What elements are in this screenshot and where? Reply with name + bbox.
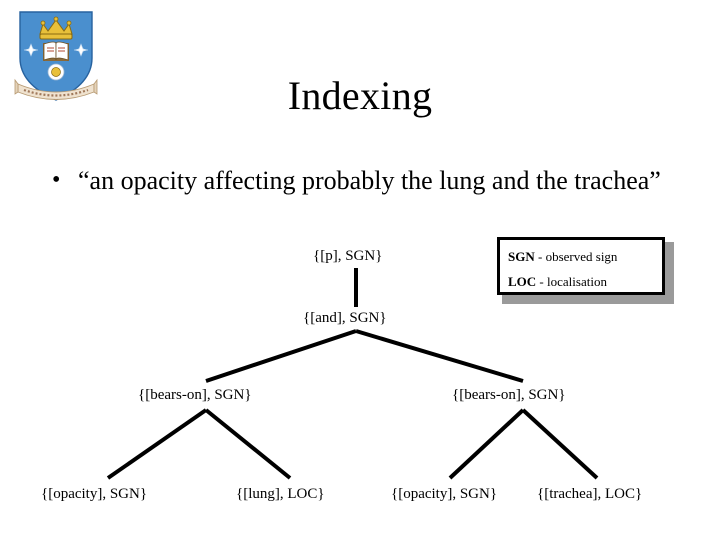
legend-dash-sgn: - — [534, 249, 546, 264]
tree-node-bears-on-left: {[bears-on], SGN} — [138, 387, 252, 403]
legend-value-sgn: observed sign — [545, 249, 618, 264]
tree-edge-bearsr-opacity — [448, 408, 525, 480]
tree-node-and: {[and], SGN} — [303, 310, 387, 326]
rosette-left-icon — [23, 43, 39, 57]
legend-row-sgn: SGN - observed sign — [508, 244, 654, 269]
tree-edge-bearsr-trachea — [521, 408, 599, 480]
bullet-list: • “an opacity affecting probably the lun… — [52, 163, 672, 198]
tree-edge-and-bears-right — [355, 329, 524, 383]
bullet-text: “an opacity affecting probably the lung … — [78, 166, 661, 195]
tree-edge-bearsl-lung — [204, 408, 292, 480]
crown-icon — [39, 16, 73, 40]
legend-row-loc: LOC - localisation — [508, 269, 654, 294]
tree-node-p: {[p], SGN} — [313, 248, 383, 264]
medallion-icon — [47, 63, 65, 81]
motto-banner — [14, 78, 98, 100]
tree-edge-and-bears-left — [205, 329, 357, 383]
rosette-right-icon — [73, 43, 89, 57]
tree-node-lung: {[lung], LOC} — [236, 486, 325, 502]
tree-node-bears-on-right: {[bears-on], SGN} — [452, 387, 566, 403]
university-coat-of-arms — [14, 6, 98, 104]
tree-node-opacity-left: {[opacity], SGN} — [41, 486, 148, 502]
open-book-icon — [43, 41, 69, 61]
page-title: Indexing — [287, 73, 433, 118]
tree-edge-bearsl-opacity — [106, 408, 208, 480]
legend-box: SGN - observed sign LOC - localisation — [497, 237, 665, 295]
tree-node-opacity-right: {[opacity], SGN} — [391, 486, 498, 502]
legend-value-loc: localisation — [547, 274, 607, 289]
legend-dash-loc: - — [536, 274, 548, 289]
legend-key-sgn: SGN — [508, 249, 535, 264]
list-item: • “an opacity affecting probably the lun… — [52, 163, 672, 198]
tree-node-trachea: {[trachea], LOC} — [537, 486, 643, 502]
bullet-marker-icon: • — [52, 167, 61, 193]
legend-key-loc: LOC — [508, 274, 537, 289]
crest-svg — [14, 11, 98, 101]
